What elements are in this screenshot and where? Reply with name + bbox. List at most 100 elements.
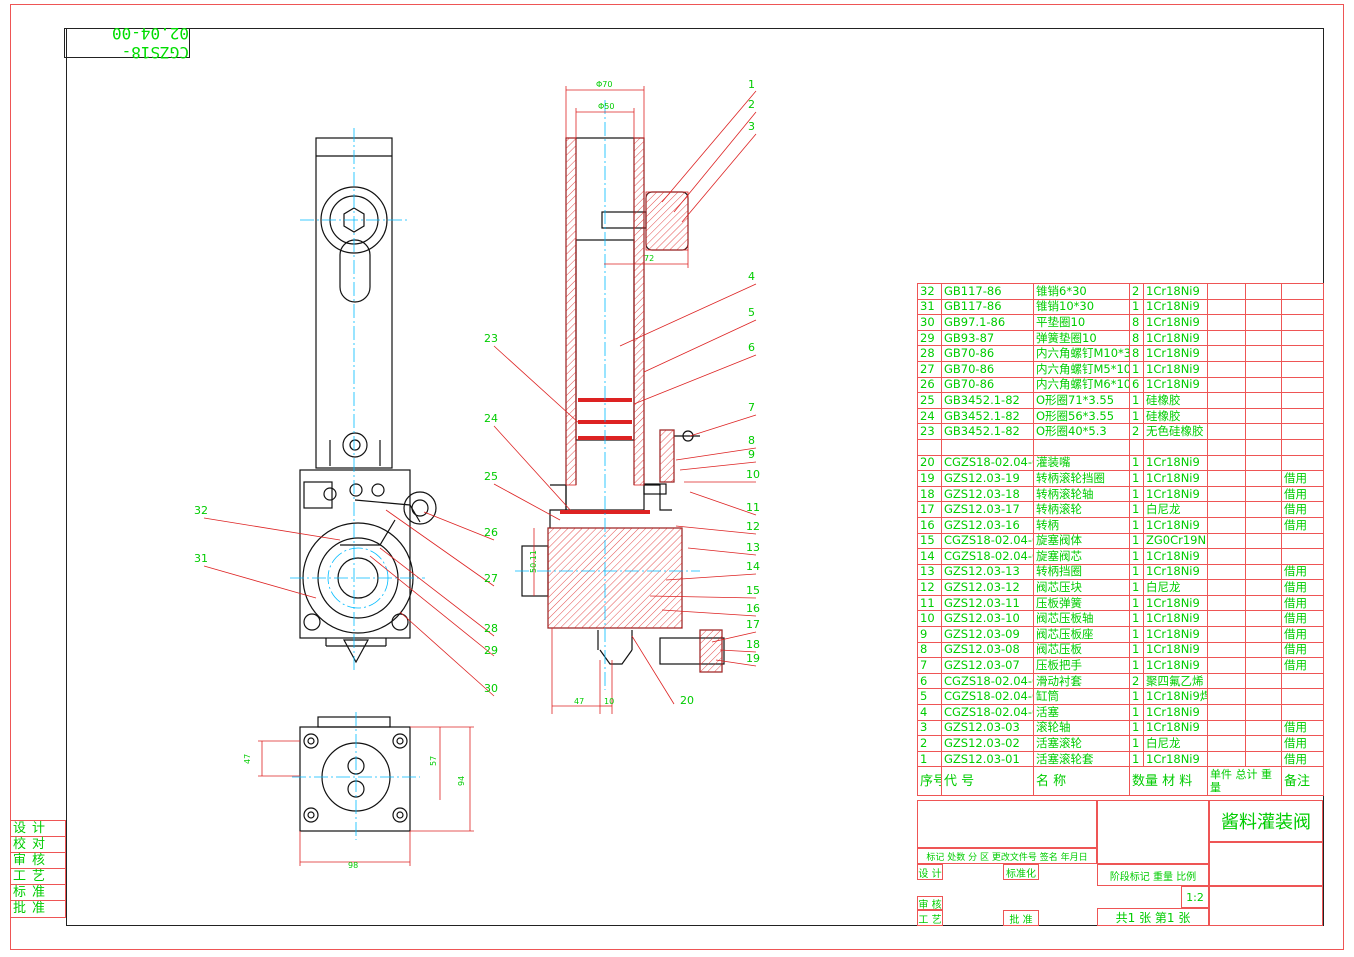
bom-cell-material: 1Cr18Ni9	[1143, 314, 1208, 331]
bom-header-row: 序号 代 号 名 称 数量 材 料 单件 总计 重 量 备注	[917, 766, 1324, 797]
bom-cell-weight2	[1245, 719, 1282, 737]
side-label: 工艺	[11, 869, 65, 885]
bom-cell-weight1	[1207, 688, 1246, 706]
part-balloon: 28	[484, 622, 498, 635]
bom-cell-remark: 借用	[1281, 719, 1324, 737]
bom-cell-qty: 1	[1129, 626, 1144, 643]
bottom-view	[299, 716, 411, 832]
bom-cell-qty: 1	[1129, 485, 1144, 503]
part-balloon: 16	[746, 602, 760, 615]
bom-cell-material: ZG0Cr19Ni9	[1143, 532, 1208, 550]
bom-cell-weight1	[1207, 485, 1246, 503]
bom-cell-qty: 1	[1129, 704, 1144, 721]
bom-cell-name: 转柄滚轮轴	[1033, 485, 1130, 503]
bom-cell-name: 旋塞阀芯	[1033, 548, 1130, 565]
front-view-centerlines	[290, 128, 425, 670]
bom-cell-qty: 1	[1129, 516, 1144, 534]
bom-cell-weight2	[1245, 314, 1282, 331]
bom-cell-code: GZS12.03-03	[941, 719, 1034, 737]
bom-cell-remark	[1281, 688, 1324, 706]
bom-cell-remark	[1281, 329, 1324, 347]
bom-cell-weight1	[1207, 501, 1246, 518]
bom-cell-qty: 8	[1129, 345, 1144, 362]
bom-cell-name: 转柄挡圈	[1033, 563, 1130, 581]
bom-cell-material: 硅橡胶	[1143, 407, 1208, 425]
bom-cell-weight2	[1245, 470, 1282, 487]
part-balloon: 15	[746, 584, 760, 597]
bom-cell-remark	[1281, 283, 1324, 300]
part-balloon: 2	[748, 98, 755, 111]
bom-cell-code: GZS12.03-19	[941, 470, 1034, 487]
bom-cell-name: 缸筒	[1033, 688, 1130, 706]
bom-cell-no: 5	[917, 688, 942, 706]
dim-phi50: Φ50	[598, 102, 614, 111]
bom-cell-weight2	[1245, 376, 1282, 394]
part-balloon: 11	[746, 501, 760, 514]
bom-cell-weight2	[1245, 750, 1282, 768]
bom-cell-qty: 1	[1129, 407, 1144, 425]
bom-cell-remark: 借用	[1281, 626, 1324, 643]
part-balloon: 14	[746, 560, 760, 573]
bom-cell-material: 无色硅橡胶	[1143, 423, 1208, 440]
bom-cell-code: CGZS18-02.04-01	[941, 704, 1034, 721]
bom-cell-no: 10	[917, 610, 942, 628]
revision-labels: 标记 处数 分 区 更改文件号 签名 年月日	[917, 848, 1097, 864]
part-balloon: 30	[484, 682, 498, 695]
section-dimensions	[533, 86, 689, 714]
bom-cell-material	[1143, 438, 1208, 456]
dim-phi70: Φ70	[596, 80, 612, 89]
bom-cell-qty: 1	[1129, 610, 1144, 628]
bom-cell-weight1	[1207, 329, 1246, 347]
bom-cell-name: 转柄	[1033, 516, 1130, 534]
bom-cell-material: 1Cr18Ni9	[1143, 750, 1208, 768]
bom-cell-code	[941, 438, 1034, 456]
bom-cell-remark	[1281, 360, 1324, 378]
dim-47-bottom: 47	[574, 697, 584, 706]
bom-cell-qty: 1	[1129, 735, 1144, 752]
bom-cell-weight2	[1245, 454, 1282, 472]
bom-cell-remark: 借用	[1281, 657, 1324, 674]
bom-cell-weight1	[1207, 610, 1246, 628]
bom-header-weight: 单件 总计 重 量	[1207, 766, 1282, 797]
bom-cell-qty	[1129, 438, 1144, 456]
bom-cell-material: 1Cr18Ni9	[1143, 345, 1208, 362]
bom-cell-material: 1Cr18Ni9	[1143, 516, 1208, 534]
bom-cell-qty: 2	[1129, 283, 1144, 300]
bom-cell-name: 阀芯压板座	[1033, 626, 1130, 643]
bom-cell-name: 旋塞阀体	[1033, 532, 1130, 550]
bom-cell-qty: 1	[1129, 657, 1144, 674]
bom-cell-no: 9	[917, 626, 942, 643]
approve-label: 批 准	[1003, 910, 1039, 926]
part-balloon: 6	[748, 341, 755, 354]
part-balloon: 8	[748, 434, 755, 447]
bom-cell-weight1	[1207, 594, 1246, 612]
dim-47-left: 47	[243, 754, 252, 764]
bom-cell-name: 锥销10*30	[1033, 298, 1130, 316]
bom-cell-no: 30	[917, 314, 942, 331]
part-balloon: 4	[748, 270, 755, 283]
dim-72: 72	[644, 254, 654, 263]
bom-cell-weight1	[1207, 579, 1246, 596]
bom-cell-no: 11	[917, 594, 942, 612]
bom-cell-material: 1Cr18Ni9	[1143, 329, 1208, 347]
bom-cell-material: 1Cr18Ni9	[1143, 719, 1208, 737]
bom-cell-qty: 8	[1129, 314, 1144, 331]
part-balloon: 3	[748, 120, 755, 133]
bom-cell-no: 20	[917, 454, 942, 472]
bom-cell-material: 1Cr18Ni9焊合件	[1143, 688, 1208, 706]
bom-cell-weight2	[1245, 298, 1282, 316]
drawing-title: 酱料灌装阀	[1209, 800, 1323, 842]
bom-cell-material: 1Cr18Ni9	[1143, 485, 1208, 503]
bom-cell-qty: 2	[1129, 423, 1144, 440]
title-block: 酱料灌装阀 标记 处数 分 区 更改文件号 签名 年月日 设 计 标准化 阶段标…	[917, 800, 1323, 926]
bom-cell-qty: 1	[1129, 392, 1144, 409]
bom-cell-name: 内六角螺钉M5*10	[1033, 360, 1130, 378]
bom-cell-weight2	[1245, 563, 1282, 581]
bom-cell-name: O形圈71*3.55	[1033, 392, 1130, 409]
